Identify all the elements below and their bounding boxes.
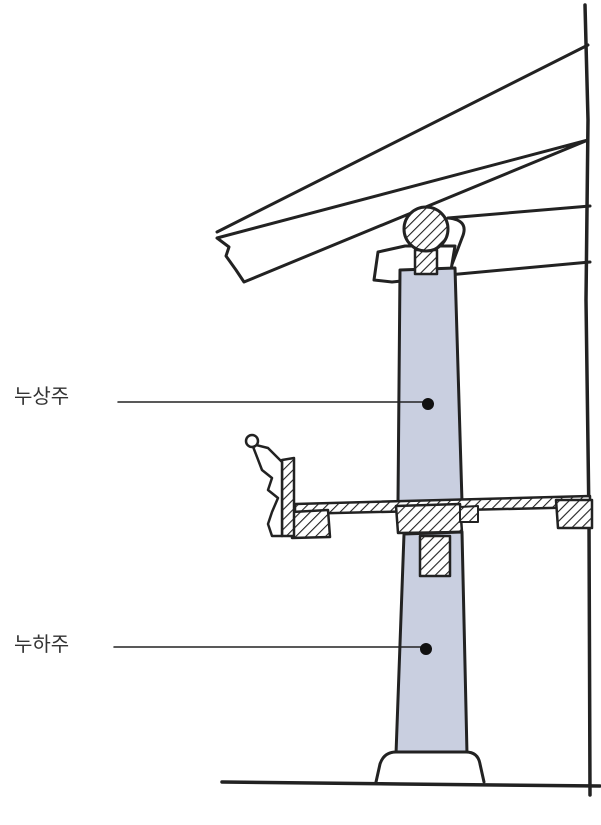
- roof-rafter: [215, 43, 590, 284]
- middle-girder: [394, 502, 464, 535]
- upper-post: [396, 266, 464, 504]
- railing-ornament: [250, 442, 284, 538]
- wall-beam: [446, 204, 592, 277]
- upper-tenon: [413, 248, 439, 276]
- lower-post-marker: [420, 643, 432, 655]
- upper-post-marker: [422, 398, 434, 410]
- lower-post-label: 누하주: [14, 632, 70, 656]
- upper-post-label: 누상주: [14, 384, 70, 408]
- railing-post: [280, 456, 296, 538]
- lower-tenon: [418, 534, 452, 578]
- left-joist: [290, 508, 332, 540]
- right-joist: [554, 498, 594, 530]
- purlin: [402, 205, 450, 253]
- foundation-stone: [374, 750, 486, 784]
- ground-line: [220, 780, 601, 788]
- wall-edge: [583, 3, 592, 797]
- railing-knob: [244, 433, 260, 449]
- small-joist: [459, 505, 479, 523]
